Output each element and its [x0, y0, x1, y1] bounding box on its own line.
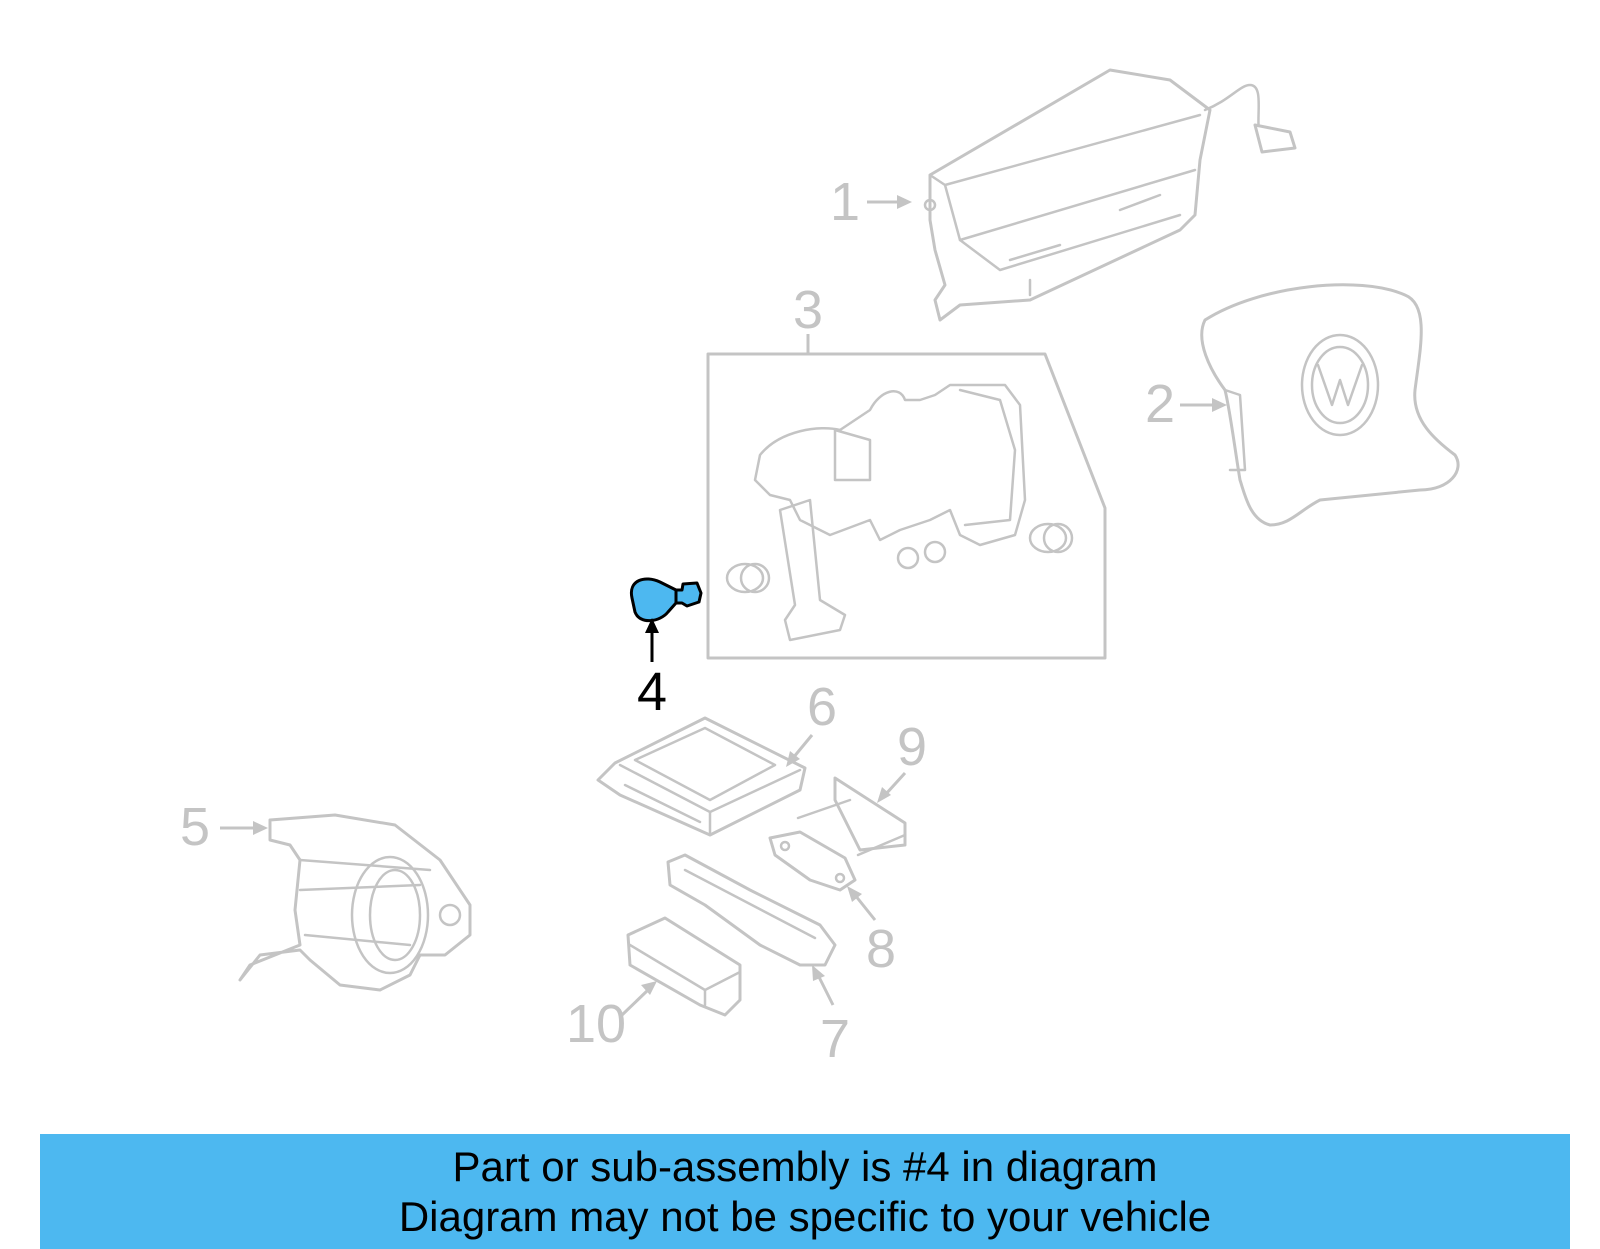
callout-9: 9: [877, 717, 927, 803]
callout-3: 3: [793, 280, 823, 354]
callout-5: 5: [180, 797, 268, 857]
part-4-highlighted[interactable]: [629, 577, 703, 623]
callout-4: 4: [637, 618, 667, 722]
callout-7-number: 7: [820, 1009, 850, 1069]
callout-2-number: 2: [1145, 374, 1175, 434]
callout-7: 7: [812, 965, 850, 1069]
callout-8-leader: [853, 894, 877, 921]
callout-1-number: 1: [830, 172, 860, 232]
callout-10: 10: [566, 981, 657, 1054]
callout-2: 2: [1145, 374, 1227, 434]
part-2-driver-airbag[interactable]: [1200, 283, 1460, 527]
callout-4-number: 4: [637, 662, 667, 722]
part-8-plate[interactable]: [768, 830, 857, 892]
callout-9-arrowhead: [877, 787, 891, 803]
callout-1-arrowhead: [897, 195, 912, 209]
part-5-clock-spring[interactable]: [238, 813, 472, 992]
callout-6-arrowhead: [786, 751, 800, 767]
callout-9-number: 9: [897, 717, 927, 777]
part-1-passenger-airbag[interactable]: [923, 68, 1297, 322]
callout-10-number: 10: [566, 994, 626, 1054]
banner-line-1: Part or sub-assembly is #4 in diagram: [452, 1142, 1158, 1190]
part-10-bracket[interactable]: [626, 916, 742, 1017]
callout-1: 1: [830, 172, 912, 232]
part-7-long-bracket[interactable]: [666, 853, 837, 967]
callout-6: 6: [786, 677, 837, 767]
callout-7-arrowhead: [812, 965, 825, 981]
callout-6-number: 6: [807, 677, 837, 737]
callout-10-leader: [620, 988, 650, 1017]
callout-5-number: 5: [180, 797, 210, 857]
part-9-bracket[interactable]: [796, 776, 907, 857]
banner-line-2: Diagram may not be specific to your vehi…: [398, 1192, 1212, 1240]
callout-8-number: 8: [866, 919, 896, 979]
callout-8: 8: [847, 886, 896, 979]
callout-8-arrowhead: [847, 886, 862, 902]
callout-5-arrowhead: [253, 821, 268, 835]
callout-6-leader: [791, 734, 814, 759]
part-3-assembly-box[interactable]: [706, 352, 1107, 660]
callout-10-arrowhead: [641, 981, 657, 995]
callout-9-leader: [883, 771, 907, 797]
callout-4-arrowhead: [645, 618, 659, 633]
callout-7-leader: [816, 974, 835, 1006]
callout-2-arrowhead: [1212, 398, 1227, 412]
callout-3-number: 3: [793, 280, 823, 340]
info-banner: Part or sub-assembly is #4 in diagram Di…: [40, 1134, 1570, 1249]
part-6-control-module[interactable]: [596, 716, 807, 837]
